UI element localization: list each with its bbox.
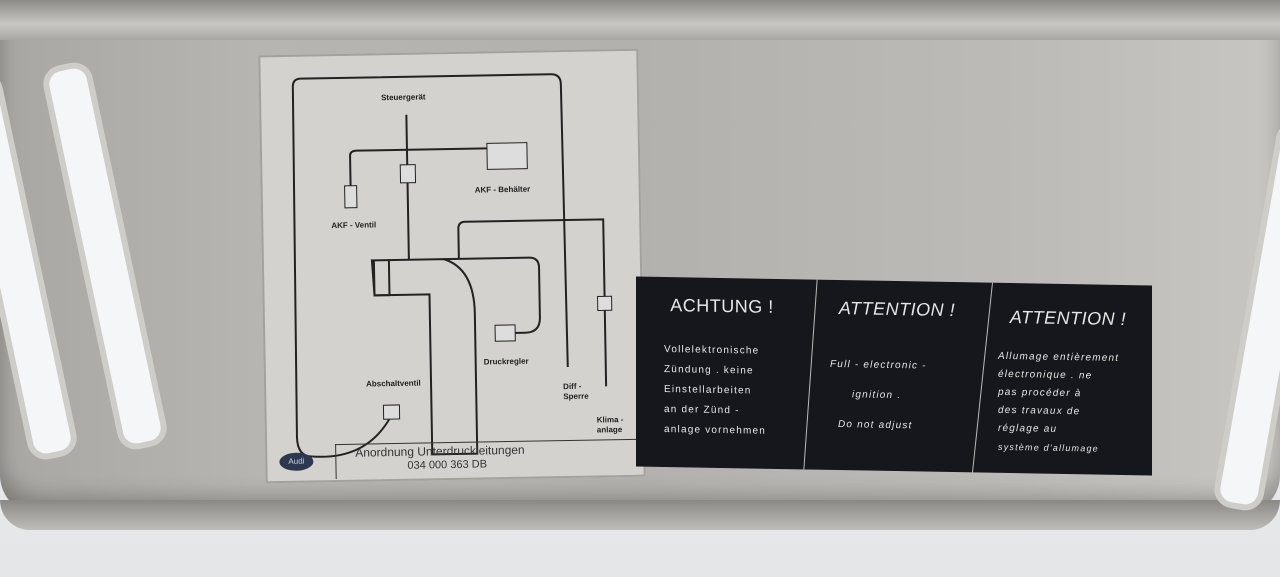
- warning-text-line: an der Zünd -: [664, 403, 740, 417]
- warning-text-line: Vollelektronische: [664, 343, 760, 357]
- warning-heading: ATTENTION !: [838, 298, 956, 321]
- vacuum-diagram-label: Steuergerät AKF - Behälter AKF - Ventil …: [258, 48, 646, 484]
- warning-column-english: ATTENTION ! Full - electronic - ignition…: [812, 280, 982, 473]
- ignition-warning-label: ACHTUNG ! Vollelektronische Zündung . ke…: [636, 276, 1152, 476]
- vacuum-line-diagram: [291, 73, 613, 458]
- label-steuergeraet: Steuergerät: [380, 92, 426, 103]
- label-druckregler: Druckregler: [483, 356, 529, 367]
- label-diff-sperre: Sperre: [563, 391, 589, 402]
- hood-rim-bottom: [0, 500, 1280, 530]
- warning-text-line: Zündung . keine: [664, 363, 754, 377]
- diagram-title: Anordnung Unterdruckleitungen: [355, 442, 525, 460]
- warning-text-line: ignition .: [852, 389, 902, 402]
- warning-heading: ATTENTION !: [1009, 307, 1127, 330]
- label-akf-ventil: AKF - Ventil: [331, 220, 377, 231]
- label-klimaanlage: anlage: [596, 425, 623, 435]
- part-number: 034 000 363 DB: [407, 458, 488, 472]
- label-akf-behaelter: AKF - Behälter: [474, 184, 531, 195]
- label-abschaltventil: Abschaltventil: [365, 378, 421, 389]
- warning-text-line: Do not adjust: [838, 419, 913, 432]
- label-diff-sperre: Diff -: [563, 381, 582, 392]
- warning-text-line: Einstellarbeiten: [664, 383, 752, 397]
- warning-column-german: ACHTUNG ! Vollelektronische Zündung . ke…: [636, 276, 808, 469]
- warning-column-french: ATTENTION ! Allumage entièrement électro…: [984, 283, 1152, 476]
- warning-text-line: anlage vornehmen: [664, 423, 767, 437]
- label-klimaanlage: Klima -: [596, 415, 624, 425]
- warning-text-line: système d'allumage: [998, 441, 1099, 454]
- hood-rim-top: [0, 0, 1280, 40]
- warning-heading: ACHTUNG !: [670, 295, 774, 317]
- warning-text-line: Full - electronic -: [830, 358, 927, 372]
